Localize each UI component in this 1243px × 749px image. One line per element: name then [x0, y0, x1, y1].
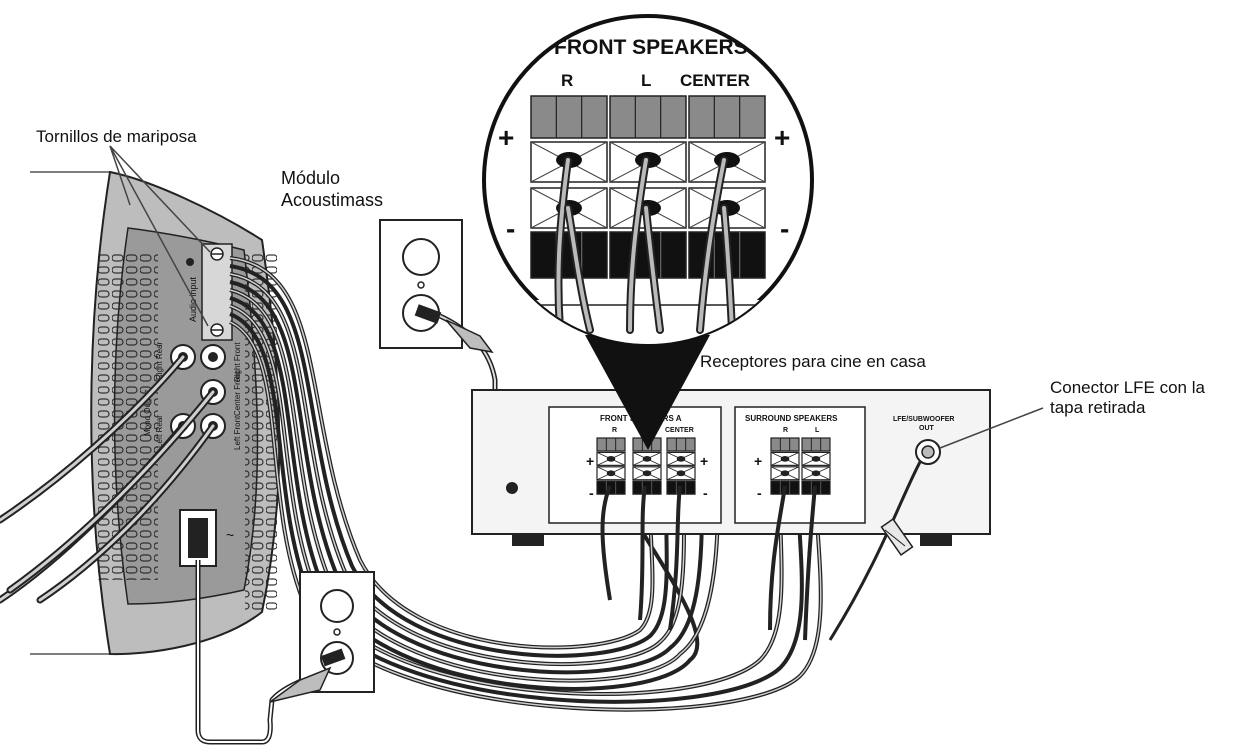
wall-outlet-lower — [299, 571, 375, 693]
wall-outlet-upper — [379, 219, 463, 349]
front-center-terminal[interactable] — [666, 437, 696, 495]
lfe-cable — [828, 461, 922, 641]
lfe-connector[interactable] — [915, 439, 941, 465]
zoom-minus-left: - — [506, 213, 515, 244]
rca-cables-out — [0, 353, 217, 604]
surround-plus: + — [754, 453, 762, 469]
surround-r-terminal[interactable] — [770, 437, 800, 495]
zoom-col-r: R — [561, 71, 573, 90]
receiver-terminals — [596, 437, 831, 495]
left-rear-label: Left Rear — [155, 415, 164, 448]
wing-screws-label: Tornillos de mariposa — [36, 127, 197, 146]
zoom-plus-right: + — [774, 122, 790, 153]
power-inlet[interactable]: ~ — [179, 509, 234, 567]
zoom-front-speakers-title: FRONT SPEAKERS — [554, 36, 748, 59]
wing-screw-top[interactable] — [210, 247, 224, 261]
front-plus-left: + — [586, 453, 594, 469]
wing-screw-callout-lines — [109, 145, 211, 327]
surround-speakers-panel — [734, 406, 866, 524]
front-r-label: R — [612, 427, 617, 434]
receivers-label: Receptores para cine en casa — [700, 352, 926, 371]
lfe-label-2: tapa retirada — [1050, 398, 1146, 417]
center-front-label: Center Front — [233, 370, 242, 416]
wing-screw-bottom[interactable] — [210, 323, 224, 337]
home-theater-receiver: FRONT SPEAKERS A R CENTER + + - - SURROU… — [471, 389, 991, 546]
right-rear-label: Right Rear — [155, 341, 164, 380]
zoom-col-l: L — [641, 71, 651, 90]
lfe-callout-line — [939, 407, 1044, 449]
zoom-plus-left: + — [498, 122, 514, 153]
power-symbol: ~ — [226, 527, 234, 543]
front-l-terminal[interactable] — [632, 437, 662, 495]
lfe-out-label-1: LFE/SUBWOOFER — [893, 416, 954, 423]
front-minus-right: - — [703, 485, 708, 501]
front-minus-left: - — [589, 485, 594, 501]
lfe-label-1: Conector LFE con la — [1050, 378, 1205, 397]
surround-r-label: R — [783, 427, 788, 434]
surround-minus: - — [757, 485, 762, 501]
front-plus-right: + — [700, 453, 708, 469]
receiver-input-cables — [600, 485, 817, 641]
front-center-label: CENTER — [665, 427, 694, 434]
mono-output-label: Mono Output — [143, 389, 152, 436]
zoom-minus-right: - — [780, 213, 789, 244]
surround-speakers-label: SURROUND SPEAKERS — [745, 414, 838, 423]
module-label-1: Módulo — [281, 168, 341, 188]
right-front-label: Right Front — [233, 342, 242, 382]
zoom-magnifier: FRONT SPEAKERS R L CENTER + + - - — [482, 14, 814, 450]
left-front-label: Left Front — [233, 415, 242, 450]
module-label-2: Acoustimass — [281, 190, 384, 210]
surround-l-label: L — [815, 427, 820, 434]
lfe-out-label-2: OUT — [919, 425, 935, 432]
speaker-ribbon-cable — [229, 256, 823, 712]
zoom-col-center: CENTER — [680, 71, 750, 90]
